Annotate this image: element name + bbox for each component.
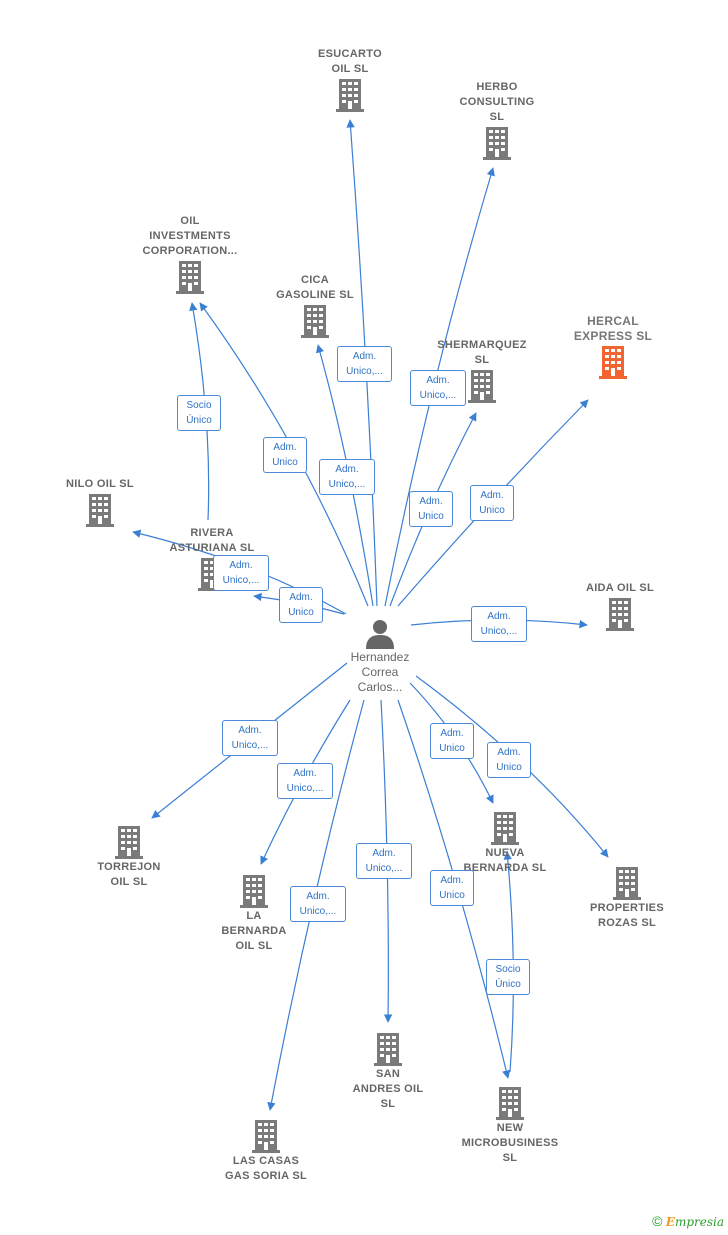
edge-label-nueva-newmicro[interactable]: Socio Único <box>486 959 530 995</box>
company-label: NILO OIL SL <box>66 478 134 490</box>
edge-label-oil-inv-person[interactable]: Adm. Unico <box>263 437 307 473</box>
company-node-oil-investments[interactable]: OIL INVESTMENTS CORPORATION... <box>125 214 255 295</box>
company-label: CICA GASOLINE SL <box>276 274 354 301</box>
building-icon <box>374 1033 402 1066</box>
person-node-center[interactable]: Hernandez Correa Carlos... <box>320 618 440 695</box>
building-icon <box>336 79 364 112</box>
company-label: LAS CASAS GAS SORIA SL <box>224 1155 308 1182</box>
edge-label-cica[interactable]: Adm. Unico,... <box>319 459 375 495</box>
company-label: SHERMARQUEZ SL <box>437 339 527 366</box>
company-node-herbo[interactable]: HERBO CONSULTING SL <box>432 80 562 161</box>
empresia-logo: Empresia <box>665 1215 724 1229</box>
company-node-nueva-bernarda[interactable]: NUEVA BERNARDA SL <box>440 810 570 876</box>
building-icon <box>483 127 511 160</box>
building-icon <box>240 875 268 908</box>
company-node-san-andres[interactable]: SAN ANDRES OIL SL <box>323 1031 453 1112</box>
company-node-properties[interactable]: PROPERTIES ROZAS SL <box>562 865 692 931</box>
company-node-la-bernarda[interactable]: LA BERNARDA OIL SL <box>189 873 319 954</box>
company-label: HERCAL EXPRESS SL <box>573 314 653 343</box>
building-icon <box>468 370 496 403</box>
company-label: NUEVA BERNARDA SL <box>463 847 547 874</box>
edge-label-hercal[interactable]: Adm. Unico <box>470 485 514 521</box>
building-icon <box>491 812 519 845</box>
company-label: LA BERNARDA OIL SL <box>221 910 287 952</box>
company-label: OIL INVESTMENTS CORPORATION... <box>142 215 238 257</box>
copyright-symbol: © <box>652 1213 663 1229</box>
company-label: HERBO CONSULTING SL <box>459 81 535 123</box>
building-icon <box>86 494 114 527</box>
company-node-shermarquez[interactable]: SHERMARQUEZ SL <box>417 338 547 404</box>
building-icon <box>252 1120 280 1153</box>
edge-label-la-bernarda[interactable]: Adm. Unico,... <box>277 763 333 799</box>
company-node-cica[interactable]: CICA GASOLINE SL <box>250 273 380 339</box>
company-node-torrejon[interactable]: TORREJON OIL SL <box>64 824 194 890</box>
company-label: NEW MICROBUSINESS SL <box>461 1122 559 1164</box>
company-node-esucarto[interactable]: ESUCARTO OIL SL <box>285 47 415 113</box>
company-node-aida[interactable]: AIDA OIL SL <box>555 581 685 632</box>
footer-brand: © Empresia <box>652 1213 724 1229</box>
company-node-new-micro[interactable]: NEW MICROBUSINESS SL <box>445 1085 575 1166</box>
edge-label-herbo[interactable]: Adm. Unico,... <box>410 370 466 406</box>
edge-label-shermarquez[interactable]: Adm. Unico <box>409 491 453 527</box>
edge-label-aida[interactable]: Adm. Unico,... <box>471 606 527 642</box>
company-label: AIDA OIL SL <box>585 582 655 594</box>
company-node-hercal[interactable]: HERCAL EXPRESS SL <box>548 314 678 380</box>
company-label: TORREJON OIL SL <box>97 861 161 888</box>
edge-label-new-micro[interactable]: Adm. Unico <box>430 870 474 906</box>
building-icon <box>115 826 143 859</box>
company-node-rivera[interactable]: RIVERA ASTURIANA SL <box>147 526 277 592</box>
building-icon <box>599 346 627 379</box>
edge-label-oil-inv-rivera[interactable]: Socio Único <box>177 395 221 431</box>
edge-label-nueva-bernarda[interactable]: Adm. Unico <box>430 723 474 759</box>
edge-label-las-casas[interactable]: Adm. Unico,... <box>290 886 346 922</box>
edge-label-torrejon[interactable]: Adm. Unico,... <box>222 720 278 756</box>
edge-label-esucarto[interactable]: Adm. Unico,... <box>337 346 392 382</box>
edge-label-properties[interactable]: Adm. Unico <box>487 742 531 778</box>
edge-label-rivera[interactable]: Adm. Unico <box>279 587 323 623</box>
edge-label-san-andres[interactable]: Adm. Unico,... <box>356 843 412 879</box>
building-icon <box>496 1087 524 1120</box>
person-label: Hernandez Correa Carlos... <box>350 650 410 694</box>
company-node-las-casas[interactable]: LAS CASAS GAS SORIA SL <box>201 1118 331 1184</box>
company-label: PROPERTIES ROZAS SL <box>590 902 664 929</box>
company-label: SAN ANDRES OIL SL <box>352 1068 424 1110</box>
building-icon <box>176 261 204 294</box>
building-icon <box>613 867 641 900</box>
edge-label-nilo[interactable]: Adm. Unico,... <box>213 555 269 591</box>
company-node-nilo[interactable]: NILO OIL SL <box>35 477 165 528</box>
building-icon <box>606 598 634 631</box>
building-icon <box>301 305 329 338</box>
company-label: ESUCARTO OIL SL <box>318 48 382 75</box>
company-label: RIVERA ASTURIANA SL <box>169 527 255 554</box>
person-icon <box>366 620 394 649</box>
